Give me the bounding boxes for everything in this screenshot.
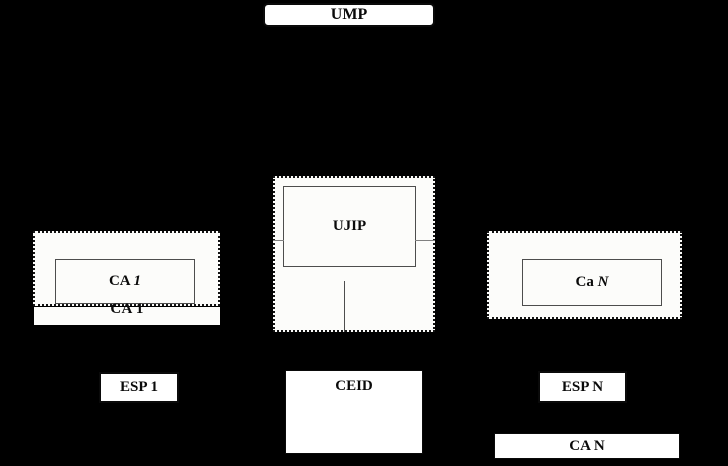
ujip-node: UJIP — [283, 186, 416, 267]
can-bottom-node: CA N — [494, 433, 680, 459]
can-node: Ca N — [522, 259, 662, 306]
espn-label: ESP N — [561, 378, 604, 395]
can-bottom-label: CA N — [569, 437, 605, 454]
espn-node: ESP N — [538, 371, 627, 403]
ujip-label: UJIP — [332, 218, 367, 234]
esp1-label: ESP 1 — [120, 379, 158, 395]
ca1-strip-node: CA 1 — [34, 301, 220, 325]
esp1-node: ESP 1 — [99, 372, 179, 403]
can-label: Ca N — [575, 274, 609, 290]
ceid-label: CEID — [335, 378, 373, 394]
can-italic-index: N — [597, 274, 609, 290]
ca1-label: CA 1 — [108, 273, 142, 289]
ca1-node: CA 1 — [55, 259, 195, 304]
ujip-bottom-connector-line — [344, 281, 345, 332]
ceid-node: CEID — [285, 370, 423, 454]
ump-node: UMP — [263, 3, 435, 27]
ujip-right-connector-line — [415, 240, 435, 241]
ump-label: UMP — [330, 6, 368, 23]
ca1-strip-label: CA 1 — [110, 301, 144, 317]
ca1-italic-index: 1 — [133, 273, 142, 289]
ujip-left-connector-line — [273, 240, 284, 241]
